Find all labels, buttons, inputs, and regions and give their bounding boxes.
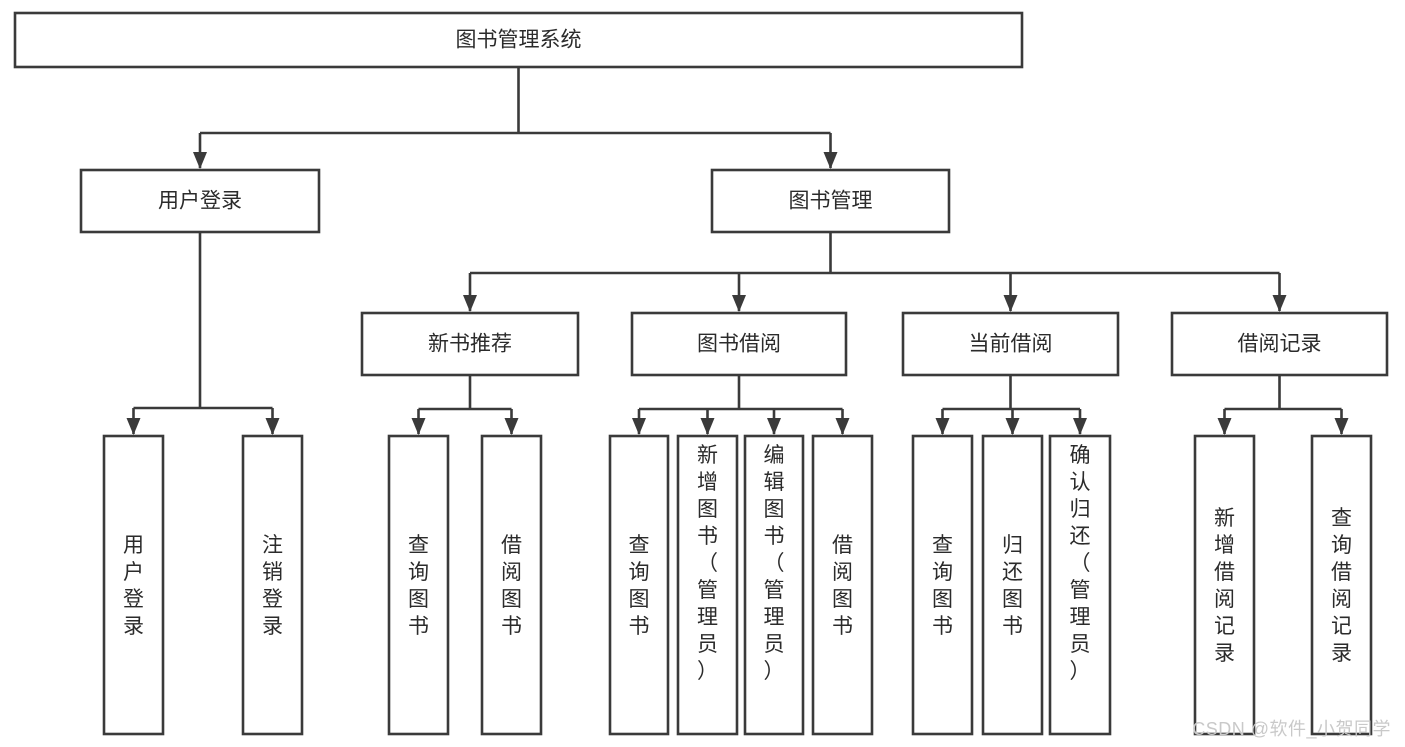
node-label-vertical: 用户登录 [123, 534, 144, 638]
node-box[interactable] [1193, 434, 1256, 736]
node-leaf-borrow-book-1[interactable]: 借阅图书 [480, 434, 543, 736]
arrow-heads [126, 152, 1349, 435]
node-leaf-borrow-book-2[interactable]: 借阅图书 [811, 434, 874, 736]
node-root-system[interactable]: 图书管理系统 [13, 11, 1024, 69]
node-current-borrow[interactable]: 当前借阅 [901, 311, 1120, 377]
node-leaf-add-record[interactable]: 新增借阅记录 [1193, 434, 1256, 736]
node-box[interactable] [676, 434, 739, 736]
node-borrow-record[interactable]: 借阅记录 [1170, 311, 1389, 377]
node-label: 图书借阅 [697, 333, 781, 356]
node-leaf-query-book-1[interactable]: 查询图书 [387, 434, 450, 736]
node-label-vertical: 查询借阅记录 [1331, 507, 1352, 665]
node-leaf-edit-book[interactable]: 编辑图书（管理员） [743, 434, 805, 736]
node-leaf-user-login[interactable]: 用户登录 [102, 434, 165, 736]
node-label-vertical: 确认归还（管理员） [1070, 444, 1091, 683]
node-box[interactable] [608, 434, 670, 736]
node-label: 图书管理系统 [456, 29, 582, 52]
node-book-borrow[interactable]: 图书借阅 [630, 311, 848, 377]
node-label-vertical: 查询图书 [932, 534, 953, 638]
node-leaf-user-logout[interactable]: 注销登录 [241, 434, 304, 736]
node-box[interactable] [102, 434, 165, 736]
node-box[interactable] [79, 168, 321, 234]
node-leaf-query-book-3[interactable]: 查询图书 [911, 434, 974, 736]
node-box[interactable] [630, 311, 848, 377]
node-leaf-query-book-2[interactable]: 查询图书 [608, 434, 670, 736]
node-label-vertical: 借阅图书 [832, 534, 853, 638]
node-box[interactable] [13, 11, 1024, 69]
node-leaf-return-book[interactable]: 归还图书 [981, 434, 1044, 736]
node-leaf-query-record[interactable]: 查询借阅记录 [1310, 434, 1373, 736]
node-label: 图书管理 [789, 190, 873, 213]
node-label-vertical: 借阅图书 [501, 534, 522, 638]
node-leaf-confirm-return[interactable]: 确认归还（管理员） [1048, 434, 1112, 736]
node-box[interactable] [811, 434, 874, 736]
node-new-book-rec[interactable]: 新书推荐 [360, 311, 580, 377]
node-boxes: 图书管理系统用户登录图书管理新书推荐图书借阅当前借阅借阅记录用户登录注销登录查询… [13, 11, 1389, 736]
node-label-vertical: 查询图书 [408, 534, 429, 638]
node-label: 用户登录 [158, 190, 242, 213]
node-label-vertical: 注销登录 [262, 534, 283, 638]
node-box[interactable] [710, 168, 951, 234]
node-box[interactable] [911, 434, 974, 736]
node-book-manage[interactable]: 图书管理 [710, 168, 951, 234]
node-box[interactable] [1048, 434, 1112, 736]
node-box[interactable] [981, 434, 1044, 736]
node-label: 借阅记录 [1238, 333, 1322, 356]
node-label-vertical: 新增图书（管理员） [697, 444, 718, 683]
node-leaf-add-book[interactable]: 新增图书（管理员） [676, 434, 739, 736]
node-box[interactable] [387, 434, 450, 736]
node-box[interactable] [901, 311, 1120, 377]
node-user-login[interactable]: 用户登录 [79, 168, 321, 234]
node-label-vertical: 编辑图书（管理员） [764, 444, 785, 683]
node-label-vertical: 归还图书 [1002, 534, 1023, 638]
node-box[interactable] [743, 434, 805, 736]
node-box[interactable] [241, 434, 304, 736]
connector-lines [132, 67, 1343, 434]
node-label: 当前借阅 [969, 333, 1053, 356]
node-box[interactable] [360, 311, 580, 377]
node-box[interactable] [1170, 311, 1389, 377]
node-box[interactable] [1310, 434, 1373, 736]
node-box[interactable] [480, 434, 543, 736]
node-label-vertical: 查询图书 [629, 534, 650, 638]
node-label: 新书推荐 [428, 333, 512, 356]
node-label-vertical: 新增借阅记录 [1214, 507, 1235, 665]
